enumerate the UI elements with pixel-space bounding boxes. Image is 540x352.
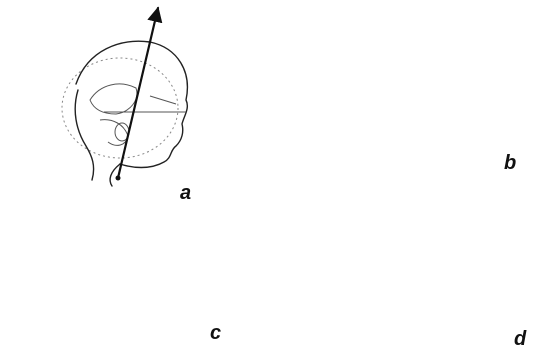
panel-label-a: a — [180, 183, 191, 203]
panel-label-c: c — [210, 323, 221, 343]
panel-a-drawing — [62, 8, 187, 186]
panel-label-d: d — [514, 329, 526, 349]
panel-label-b: b — [504, 153, 516, 173]
